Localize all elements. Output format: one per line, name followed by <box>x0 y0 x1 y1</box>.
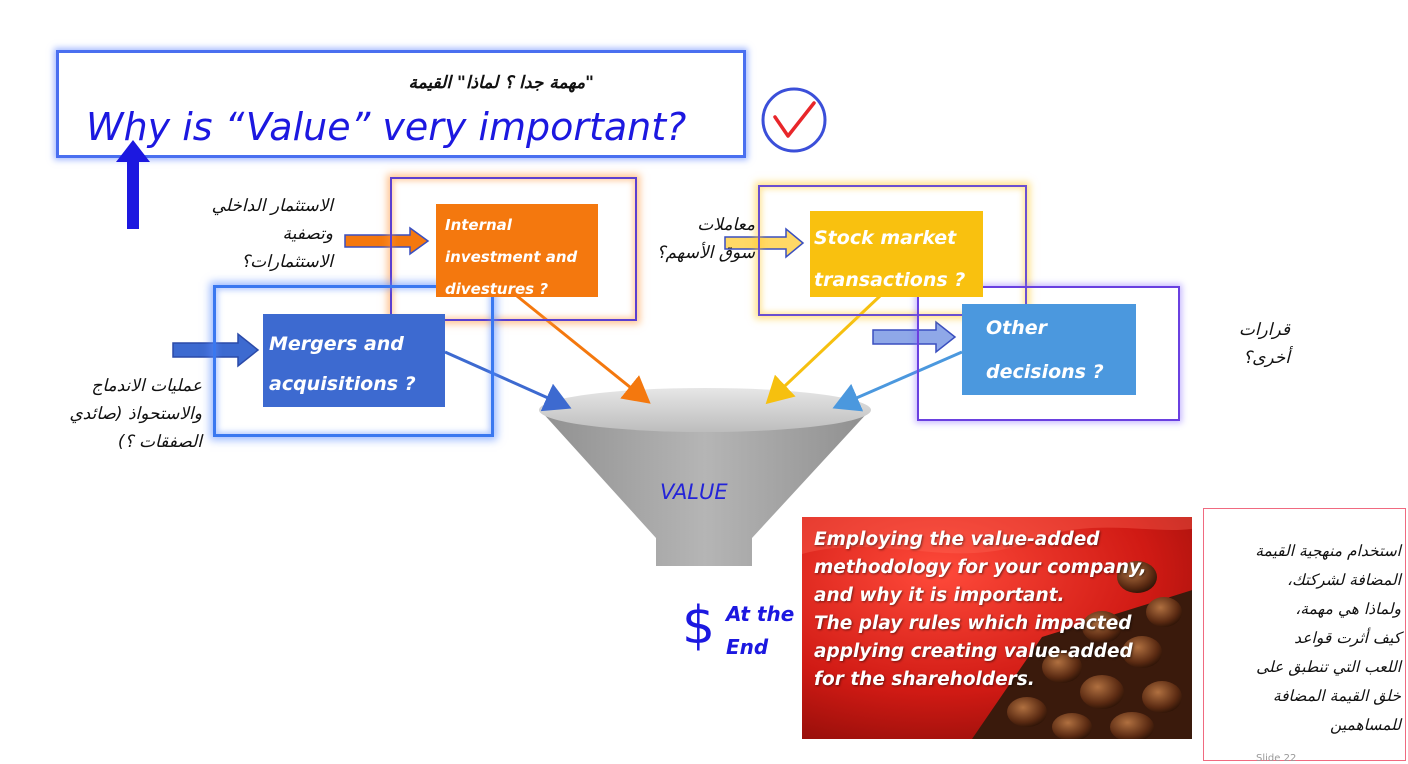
mergers-box: Mergers and acquisitions ? <box>263 314 445 407</box>
note-line: الاستثمارات؟ <box>241 252 333 272</box>
arabic-side-note: استخدام منهجية القيمة المضافة لشركتك، ول… <box>1203 508 1406 761</box>
other-frame <box>917 286 1180 421</box>
right-arrow-icon <box>872 320 957 354</box>
checkmark-circle-icon <box>761 87 827 153</box>
note-line: أخرى؟ <box>1243 348 1290 368</box>
note-line: سوق الأسهم؟ <box>656 243 755 263</box>
note-line: عمليات الاندماج <box>91 376 202 396</box>
note-line: وتصفية <box>282 224 333 244</box>
up-arrow-icon <box>116 140 150 229</box>
other-decisions-box: Other decisions ? <box>962 304 1136 395</box>
right-arrow-icon <box>724 227 805 259</box>
title-arabic: مهمة جدا ؟ لماذا" القيمة" <box>408 73 594 93</box>
title-english: Why is “Value” very important? <box>86 105 687 149</box>
note-line: خلق القيمة المضافة <box>1272 687 1401 705</box>
stock-frame <box>758 185 1027 316</box>
result-line: At the <box>726 602 795 626</box>
arrow-mergers-to-funnel <box>444 350 572 412</box>
note-line: الاستثمار الداخلي <box>211 196 333 216</box>
slide-number: Slide 22 <box>1256 753 1297 764</box>
red-card-line: applying creating value-added <box>814 641 1133 662</box>
stock-market-box: Stock market transactions ? <box>810 211 983 297</box>
red-card-line: for the shareholders. <box>814 669 1035 690</box>
note-line: والاستحواذ (صائدي <box>69 404 202 424</box>
red-card-line: methodology for your company, <box>814 557 1147 578</box>
result-label: At the End <box>726 598 806 664</box>
arrow-internal-to-funnel <box>511 290 651 404</box>
chocolate-image-card: Employing the value-added methodology fo… <box>802 517 1192 739</box>
note-line: استخدام منهجية القيمة <box>1255 542 1401 560</box>
internal-frame <box>390 177 637 321</box>
title-box: مهمة جدا ؟ لماذا" القيمة" Why is “Value”… <box>56 50 746 158</box>
note-line: قرارات <box>1238 320 1290 340</box>
note-line: المضافة لشركتك، <box>1286 571 1401 589</box>
red-card-line: and why it is important. <box>814 585 1065 606</box>
result-line: End <box>726 635 769 659</box>
internal-investment-box: Internal investment and divestures ? <box>436 204 598 297</box>
arabic-note-mergers: عمليات الاندماج والاستحواذ (صائدي الصفقا… <box>28 372 202 456</box>
mergers-frame <box>213 285 494 437</box>
right-arrow-icon <box>344 226 430 256</box>
note-line: معاملات <box>697 215 755 235</box>
arabic-note-other: قرارات أخرى؟ <box>1180 316 1290 372</box>
funnel-label: VALUE <box>660 480 728 504</box>
note-line: اللعب التي تنطبق على <box>1256 658 1401 676</box>
arrow-other-to-funnel <box>832 350 963 412</box>
note-line: ولماذا هي مهمة، <box>1295 600 1401 618</box>
chocolate-box-image <box>802 517 1192 739</box>
red-card-line: The play rules which impacted <box>814 613 1132 634</box>
note-line: كيف أثرت قواعد <box>1294 629 1401 647</box>
dollar-icon: $ <box>682 596 716 656</box>
red-card-text: Employing the value-added methodology fo… <box>814 526 1186 694</box>
note-line: الصفقات ؟) <box>117 432 202 452</box>
arabic-note-internal: الاستثمار الداخلي وتصفية الاستثمارات؟ <box>155 192 333 276</box>
arrow-stock-to-funnel <box>765 294 882 405</box>
note-line: للمساهمين <box>1330 716 1401 734</box>
arabic-note-stock: معاملات سوق الأسهم؟ <box>625 211 755 267</box>
red-card-line: Employing the value-added <box>814 529 1100 550</box>
